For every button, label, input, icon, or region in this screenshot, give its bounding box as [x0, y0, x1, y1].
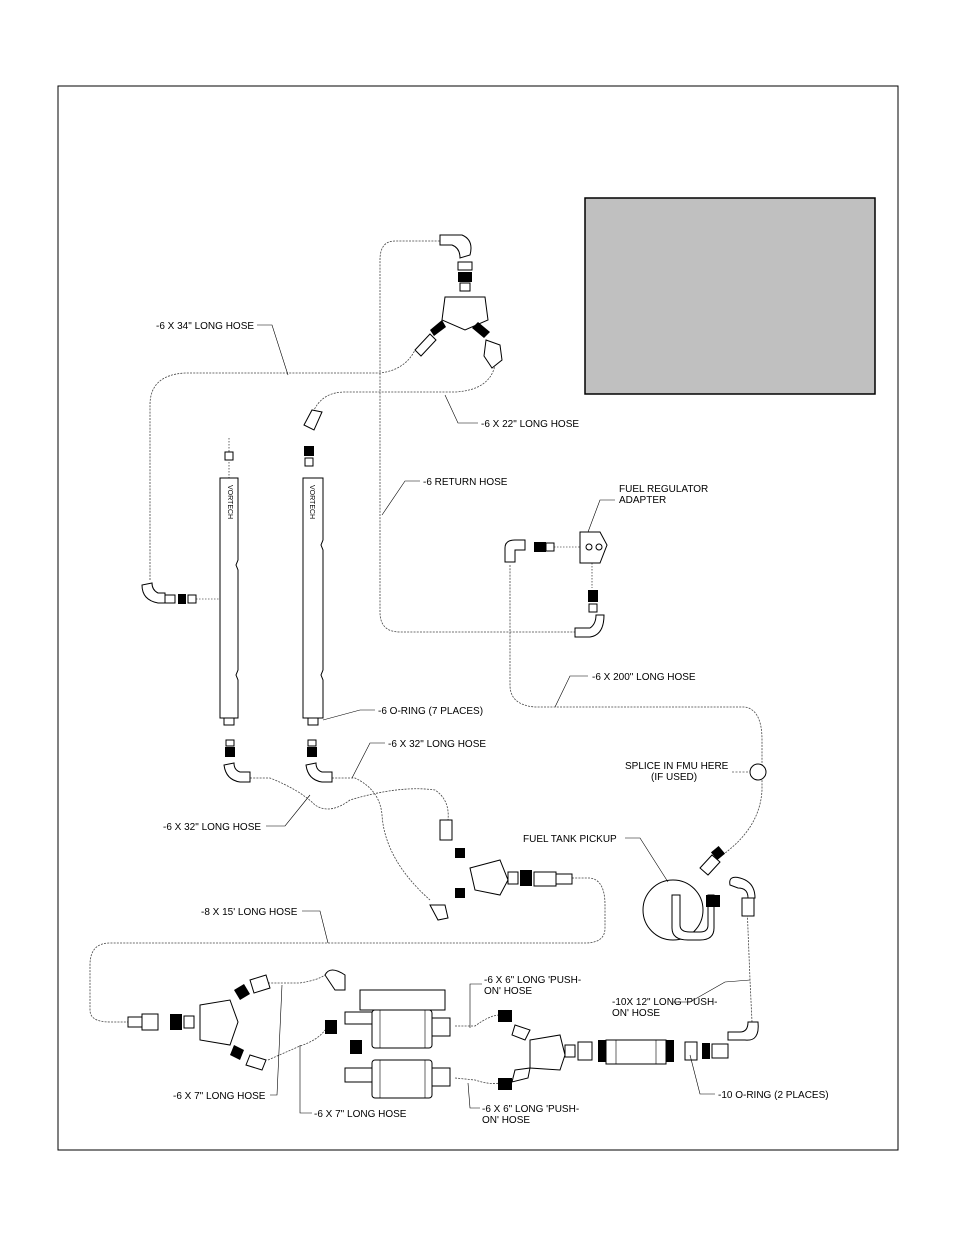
hose-6x7-top	[268, 974, 326, 984]
hose-6x22	[311, 364, 496, 416]
hose-6x7-bottom	[267, 1029, 326, 1061]
label-splice-1: SPLICE IN FMU HERE	[625, 761, 729, 772]
hose-pushon-bottom	[454, 1077, 501, 1084]
label-pushon-top-2: ON' HOSE	[484, 986, 532, 997]
label-return-hose: -6 RETURN HOSE	[423, 477, 508, 488]
rail-brand-right: VORTECH	[308, 485, 315, 519]
leader-lines	[257, 324, 751, 1114]
label-oring-10: -10 O-RING (2 PLACES)	[718, 1090, 829, 1101]
label-hose-22: -6 X 22" LONG HOSE	[481, 419, 579, 430]
label-hose-32-left: -6 X 32" LONG HOSE	[163, 822, 261, 833]
label-hose-200: -6 X 200" LONG HOSE	[592, 672, 696, 683]
fuel-rail-left: VORTECH	[219, 438, 239, 726]
label-hose-7-left: -6 X 7" LONG HOSE	[173, 1091, 266, 1102]
hose-10x12	[746, 904, 753, 1023]
hose-8x15	[89, 877, 606, 1023]
label-pushon-bottom-1: -6 X 6" LONG 'PUSH-	[482, 1104, 579, 1115]
label-hose-34: -6 X 34" LONG HOSE	[156, 321, 254, 332]
label-hose-10x12-2: ON' HOSE	[612, 1008, 660, 1019]
hose-6x200	[509, 565, 763, 859]
note-box	[584, 197, 876, 395]
hose-lines	[89, 240, 763, 1084]
label-fuel-regulator-1: FUEL REGULATOR	[619, 484, 708, 495]
fuel-regulator-adapter	[504, 531, 608, 638]
hose-6x34	[149, 349, 416, 580]
labels: -6 X 34" LONG HOSE -6 X 22" LONG HOSE -6…	[156, 321, 829, 1126]
label-fuel-tank-pickup: FUEL TANK PICKUP	[523, 834, 617, 845]
middle-y-block	[429, 819, 573, 921]
label-splice-2: (IF USED)	[651, 772, 697, 783]
label-fuel-regulator-2: ADAPTER	[619, 495, 666, 506]
rail-fittings	[141, 409, 333, 783]
rail-brand-left: VORTECH	[226, 485, 233, 519]
diagram-frame	[57, 85, 899, 1151]
fuel-tank-pickup	[642, 845, 756, 941]
label-hose-8x15: -8 X 15' LONG HOSE	[201, 907, 298, 918]
pump-assembly	[127, 969, 759, 1099]
top-y-block	[414, 234, 503, 369]
label-oring-7: -6 O-RING (7 PLACES)	[378, 706, 483, 717]
fuel-rail-right: VORTECH	[302, 477, 324, 726]
label-hose-32-right: -6 X 32" LONG HOSE	[388, 739, 486, 750]
label-pushon-top-1: -6 X 6" LONG 'PUSH-	[484, 975, 581, 986]
hose-return	[379, 240, 575, 633]
hose-6x32-right	[332, 777, 431, 901]
hose-6x32-left	[250, 777, 449, 821]
label-hose-7-right: -6 X 7" LONG HOSE	[314, 1109, 407, 1120]
splice-point	[749, 763, 767, 781]
label-hose-10x12-1: -10X 12" LONG 'PUSH-	[612, 997, 718, 1008]
hose-pushon-top	[455, 1014, 501, 1027]
label-pushon-bottom-2: ON' HOSE	[482, 1115, 530, 1126]
